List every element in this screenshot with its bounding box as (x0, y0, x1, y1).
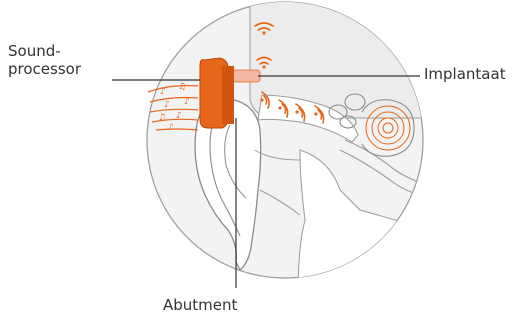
svg-text:♫: ♫ (178, 82, 186, 92)
svg-text:♪: ♪ (164, 100, 170, 110)
sound-processor-label-line2: processor (8, 60, 81, 78)
svg-text:♪: ♪ (176, 111, 182, 121)
svg-text:♫: ♫ (158, 113, 166, 123)
svg-text:♪: ♪ (184, 97, 190, 107)
abutment-label: Abutment (163, 296, 237, 314)
svg-text:♪: ♪ (168, 123, 174, 133)
sound-processor-label: Sound- processor (8, 42, 81, 78)
implant-label: Implantaat (424, 65, 506, 83)
sound-processor-label-line1: Sound- (8, 42, 81, 60)
svg-text:♪: ♪ (160, 87, 166, 97)
implant (232, 70, 260, 82)
